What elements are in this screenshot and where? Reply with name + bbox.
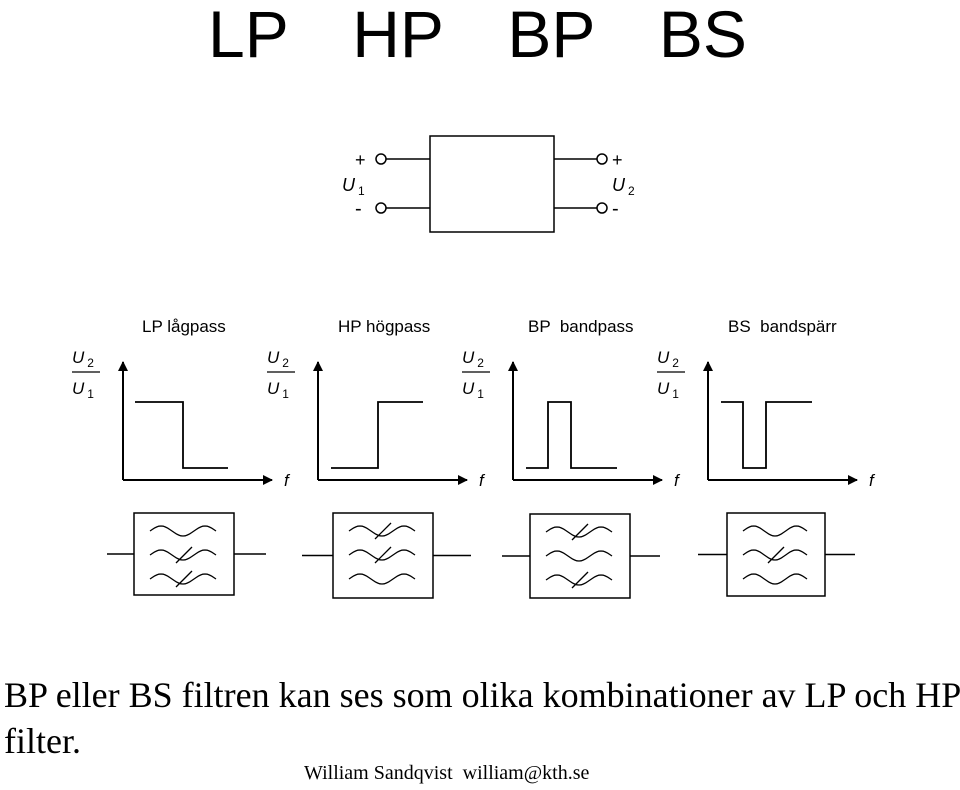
bs-frequency-label: f xyxy=(869,471,876,490)
input-terminal-minus xyxy=(375,202,387,214)
hp-wave-3 xyxy=(348,573,416,585)
lp-wave-3 xyxy=(149,573,217,585)
output-plus-sign: + xyxy=(612,150,623,170)
output-terminal-plus xyxy=(596,153,608,165)
lp-symbol-box xyxy=(133,512,235,596)
bp-response-curve xyxy=(526,401,617,469)
bp-strike-1 xyxy=(571,523,589,541)
bs-strike-2 xyxy=(767,546,785,564)
bp-wave-1 xyxy=(545,526,613,538)
bp-filter-symbol xyxy=(502,513,660,599)
lp-strike-3 xyxy=(175,570,193,588)
bp-frequency-label: f xyxy=(674,471,681,490)
lp-filter-name: LP lågpass xyxy=(142,317,226,336)
output-minus-sign: - xyxy=(612,198,619,220)
bs-wave-2 xyxy=(742,549,808,561)
bs-wave-1 xyxy=(742,525,808,537)
bs-filter-name: BS bandspärr xyxy=(728,317,837,336)
footer-credit: William Sandqvist william@kth.se xyxy=(304,762,590,784)
input-terminal-plus xyxy=(375,153,387,165)
lp-response-curve xyxy=(135,401,228,469)
hp-strike-2 xyxy=(374,546,392,564)
bp-symbol-box xyxy=(529,513,631,599)
page-title: LP HP BP BS xyxy=(208,0,747,71)
bp-wave-2 xyxy=(545,550,613,562)
hp-filter-name: HP högpass xyxy=(338,317,430,336)
lp-strike-2 xyxy=(175,546,193,564)
hp-strike-1 xyxy=(374,522,392,540)
hp-filter-symbol xyxy=(302,512,471,599)
lp-filter-symbol xyxy=(107,512,266,596)
bp-strike-3 xyxy=(571,571,589,589)
bs-wave-3 xyxy=(742,573,808,585)
hp-wave-2 xyxy=(348,549,416,561)
output-terminal-minus xyxy=(596,202,608,214)
hp-frequency-label: f xyxy=(479,471,486,490)
input-plus-sign: + xyxy=(355,150,366,170)
bp-filter-name: BP bandpass xyxy=(528,317,634,336)
bp-wave-3 xyxy=(545,574,613,586)
hp-wave-1 xyxy=(348,525,416,537)
lp-wave-1 xyxy=(149,525,217,537)
lp-wave-2 xyxy=(149,549,217,561)
bs-filter-symbol xyxy=(698,512,855,597)
caption-text: BP eller BS filtren kan ses som olika ko… xyxy=(4,675,960,761)
hp-response-curve xyxy=(331,401,423,469)
filter-symbols xyxy=(107,512,855,599)
lp-frequency-label: f xyxy=(284,471,291,490)
two-port-box xyxy=(429,135,555,233)
two-port-network xyxy=(375,135,608,233)
bs-response-curve xyxy=(721,401,812,469)
input-minus-sign: - xyxy=(355,198,362,220)
